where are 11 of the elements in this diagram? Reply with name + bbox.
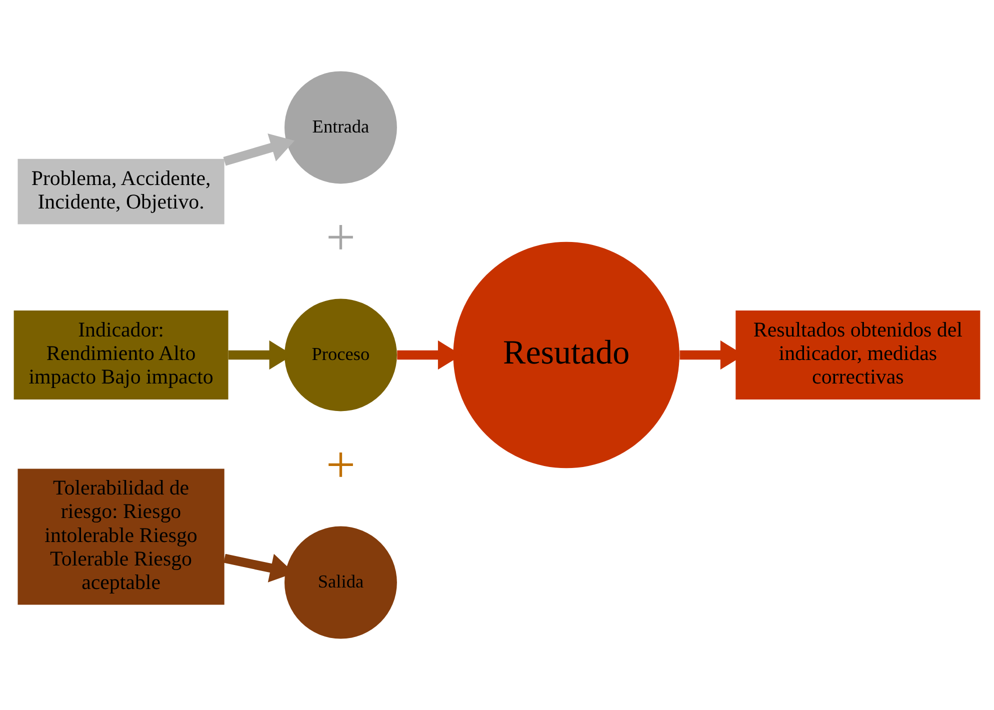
label: + <box>326 436 356 494</box>
label: + <box>326 208 356 266</box>
node-circle: Proceso <box>284 298 397 412</box>
node-circle: Salida <box>284 526 397 639</box>
node-box: Tolerabilidad de riesgo: Riesgo intolerable Riesgo Tolerable Riesgo aceptable <box>18 468 224 605</box>
node-box: Resultados obtenidos del indicador, medidas correctivas <box>736 310 980 400</box>
node-circle: Resutado <box>453 242 680 468</box>
arrow <box>223 133 295 166</box>
node-box: Indicador: Rendimiento Alto impacto Bajo impacto <box>14 310 228 400</box>
node-circle: Entrada <box>284 71 397 184</box>
node-box: Problema, Accidente, Incidente, Objetivo. <box>18 158 224 224</box>
